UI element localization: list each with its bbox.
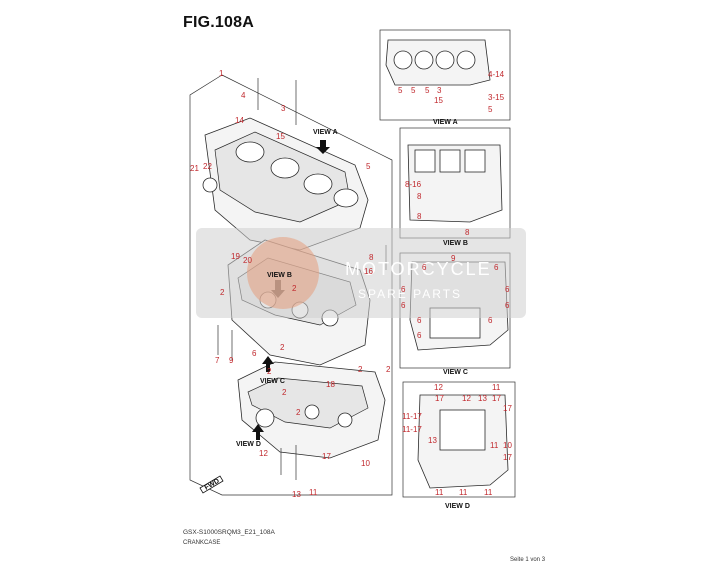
callout: 22 — [203, 162, 212, 171]
callout: 12 — [434, 383, 443, 392]
callout: 19 — [231, 252, 240, 261]
callout: 8-16 — [405, 180, 422, 189]
view-d-caption: VIEW D — [445, 503, 470, 510]
callout: 15 — [434, 96, 443, 105]
callout: 20 — [243, 256, 252, 265]
main-assembly-bracket — [189, 74, 393, 496]
callout: 12 — [462, 394, 471, 403]
callout: 13 — [428, 436, 437, 445]
callout: 6 — [494, 263, 499, 272]
callout: 5 — [488, 105, 493, 114]
callout: 6 — [505, 285, 510, 294]
view-a-drawing — [385, 39, 491, 86]
callout: 6 — [417, 316, 422, 325]
callout: 21 — [190, 164, 199, 173]
watermark-brand: MOTORCYCLE — [345, 259, 492, 279]
callout: 11 — [459, 488, 468, 497]
callout: 5 — [425, 86, 430, 95]
view-c-caption: VIEW C — [443, 369, 468, 376]
callout: 11 — [309, 488, 318, 497]
watermark-sub: SPARE PARTS — [358, 287, 462, 301]
callout: 17 — [492, 394, 501, 403]
callout: 3-15 — [488, 93, 505, 102]
view-d-drawing — [417, 394, 509, 489]
callout: 6 — [422, 263, 427, 272]
callout: 5 — [398, 86, 403, 95]
callout: 4-14 — [488, 70, 505, 79]
callout: 8 — [369, 253, 374, 262]
callout: 12 — [259, 449, 268, 458]
callout: 17 — [503, 404, 512, 413]
view-a-marker: VIEW A — [313, 129, 338, 136]
view-c-marker: VIEW C — [260, 378, 285, 385]
callout: 5 — [411, 86, 416, 95]
callout: 8 — [417, 192, 422, 201]
callout: 17 — [503, 453, 512, 462]
callout: 3 — [437, 86, 442, 95]
callout: 11-17 — [402, 412, 422, 421]
callout: 9 — [451, 254, 456, 263]
callout: 6 — [401, 285, 406, 294]
view-d-marker: VIEW D — [236, 441, 261, 448]
callout: 11 — [492, 383, 501, 392]
callout: 13 — [292, 490, 301, 499]
view-b-drawing — [407, 144, 503, 223]
callout: 4 — [241, 91, 246, 100]
callout: 2 — [296, 408, 301, 417]
callout: 10 — [361, 459, 370, 468]
callout: 14 — [235, 116, 244, 125]
callout: 6 — [417, 331, 422, 340]
callout: 9 — [229, 356, 234, 365]
callout: 8 — [465, 228, 470, 237]
callout: 2 — [280, 343, 285, 352]
callout: 2 — [358, 365, 363, 374]
callout: 11-17 — [402, 425, 422, 434]
view-a-callouts: 4-14 5 5 5 3 15 3-15 5 — [398, 70, 505, 114]
callout: 6 — [488, 316, 493, 325]
callout: 2 — [282, 388, 287, 397]
callout: 8 — [417, 212, 422, 221]
callout: 11 — [490, 441, 499, 450]
callout: 17 — [435, 394, 444, 403]
view-d-box — [402, 381, 516, 498]
watermark: MOTORCYCLE SPARE PARTS — [196, 228, 526, 318]
callout: 18 — [326, 380, 335, 389]
callout: 7 — [215, 356, 220, 365]
callout: 2 — [220, 288, 225, 297]
model-code: GSX-S1000SRQM3_E21_108A — [183, 529, 275, 536]
view-b-marker: VIEW B — [267, 272, 292, 279]
main-callouts: 1 4 3 14 15 5 21 22 8 16 19 20 2 2 2 2 2… — [190, 69, 391, 499]
view-c-callouts: 6 9 6 6 6 6 6 6 6 6 — [401, 254, 510, 340]
callout: 13 — [478, 394, 487, 403]
figure-title: FIG.108A — [183, 14, 254, 31]
callout: 5 — [366, 162, 371, 171]
callout: 2 — [267, 367, 272, 376]
fwd-marker: FWD — [204, 478, 221, 492]
callout: 16 — [364, 267, 373, 276]
page-indicator: Seite 1 von 3 — [510, 557, 546, 563]
callout: 10 — [503, 441, 512, 450]
view-b-callouts: 8-16 8 8 8 — [405, 180, 470, 237]
callout: 11 — [435, 488, 444, 497]
callout: 6 — [505, 301, 510, 310]
view-b-caption: VIEW B — [443, 240, 468, 247]
callout: 2 — [292, 284, 297, 293]
view-d-callouts: 12 17 12 13 11 17 17 11-17 11-17 13 11 1… — [402, 383, 512, 497]
callout: 6 — [252, 349, 257, 358]
callout: 17 — [322, 452, 331, 461]
callout: 2 — [386, 365, 391, 374]
part-name: CRANKCASE — [183, 540, 221, 546]
view-a-caption: VIEW A — [433, 119, 458, 126]
callout: 11 — [484, 488, 493, 497]
callout: 1 — [219, 69, 224, 78]
view-a-box — [379, 29, 511, 121]
upper-crankcase — [202, 117, 369, 251]
callout: 6 — [401, 301, 406, 310]
callout: 15 — [276, 132, 285, 141]
callout: 3 — [281, 104, 286, 113]
